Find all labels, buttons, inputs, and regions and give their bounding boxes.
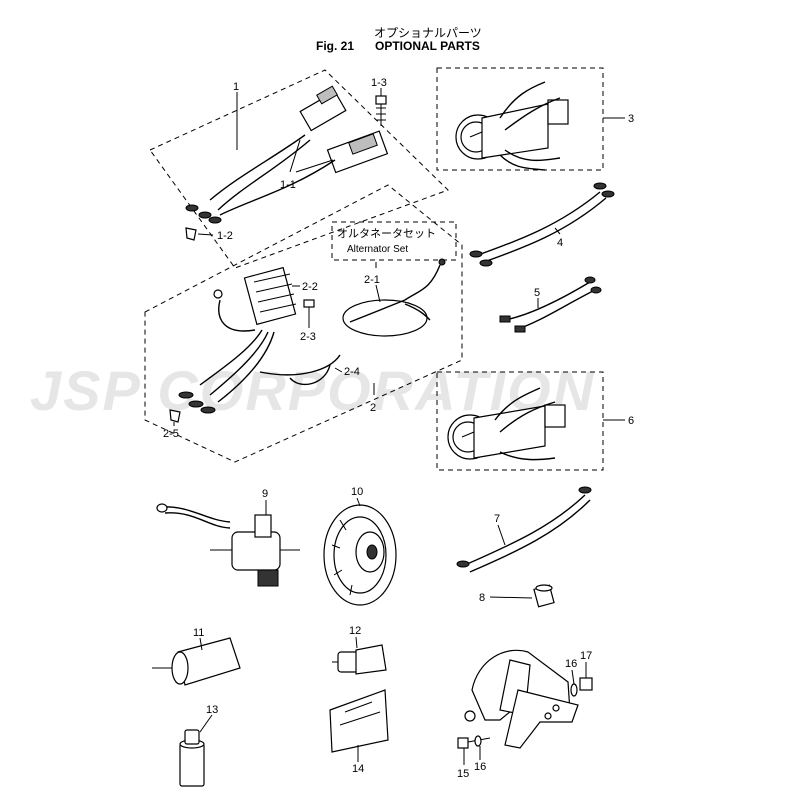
label-15: 15: [457, 768, 469, 780]
gauge-3: [455, 81, 569, 171]
label-11: 11: [193, 627, 204, 639]
bracket-assembly: [464, 649, 579, 749]
leader: [356, 497, 361, 507]
gauge-6: [447, 387, 566, 461]
part-12-tube: [332, 644, 387, 675]
figure-number: Fig. 21: [316, 39, 355, 53]
nut-17: [579, 677, 593, 691]
wire-terminal: [185, 204, 199, 212]
leader: [375, 284, 381, 303]
stator-wire: [404, 264, 441, 301]
leader: [497, 524, 506, 546]
label-6: 6: [628, 415, 634, 427]
alternator-set-jp: オルタネータセット: [337, 227, 436, 240]
terminal: [438, 258, 446, 266]
wire-terminal: [198, 211, 212, 219]
part-11-tube: [152, 637, 241, 686]
japanese-title: オプショナルパーツ: [374, 26, 482, 40]
wire-2-4: [289, 364, 331, 386]
wire-terminal: [208, 216, 222, 224]
leader: [289, 139, 301, 173]
label-12: 12: [349, 625, 361, 637]
wire-terminal: [200, 406, 216, 414]
label-1-2: 1-2: [217, 230, 233, 242]
label-8: 8: [479, 592, 485, 604]
label-1-3: 1-3: [371, 77, 387, 89]
washer-16: [474, 735, 482, 747]
label-9: 9: [262, 488, 268, 500]
harness-5: [499, 276, 602, 333]
regulator-wire: [218, 299, 256, 332]
leader: [295, 159, 334, 173]
label-1-1: 1-1: [280, 179, 296, 191]
leader: [571, 669, 575, 685]
regulator-wire: [199, 329, 263, 386]
label-16-lower: 16: [474, 761, 486, 773]
coil-lower: [326, 130, 389, 174]
label-2-1: 2-1: [364, 274, 380, 286]
group-3-box: [436, 67, 604, 171]
harness-7: [456, 486, 592, 573]
harness-4: [469, 182, 615, 267]
part-10-flywheel: [323, 504, 397, 606]
label-13: 13: [206, 704, 218, 716]
wire-terminal: [178, 391, 194, 399]
leader: [489, 596, 533, 599]
wire-2-4: [259, 354, 341, 376]
part-9-switch: [156, 503, 300, 587]
watermark: JSP CORPORATION: [30, 359, 595, 422]
label-2-2: 2-2: [302, 281, 318, 293]
label-14: 14: [352, 763, 364, 775]
coil-wire-3: [219, 159, 336, 216]
label-16-upper: 16: [565, 658, 577, 670]
part-14-sheet: [329, 689, 389, 753]
label-3: 3: [628, 113, 634, 125]
part-13-can: [179, 729, 205, 787]
leader: [197, 233, 214, 236]
stator-wire: [404, 303, 431, 321]
washer-16: [570, 683, 578, 697]
coil-wire-2: [217, 139, 311, 211]
label-5: 5: [534, 287, 540, 299]
leader: [334, 367, 343, 373]
leader: [199, 714, 213, 733]
alternator-set-en: Alternator Set: [347, 244, 408, 255]
stator-wire: [349, 299, 406, 323]
label-2-3: 2-3: [300, 331, 316, 343]
coil-wire-1: [209, 134, 306, 201]
label-10: 10: [351, 486, 363, 498]
label-2: 2: [370, 402, 376, 414]
part-8: [533, 584, 555, 608]
label-7: 7: [494, 513, 500, 525]
group-2-box: [144, 184, 463, 463]
label-2-5: 2-5: [163, 428, 179, 440]
leader: [199, 637, 203, 651]
label-4: 4: [557, 237, 563, 249]
cap-2-5: [169, 409, 181, 423]
group-1-box: [149, 69, 449, 269]
group-6-box: [436, 371, 604, 471]
terminal: [213, 289, 223, 299]
label-2-4: 2-4: [344, 366, 360, 378]
regulator-2-2: [243, 266, 297, 326]
bolt-15: [457, 737, 491, 749]
regulator-wire: [217, 331, 275, 403]
leader: [554, 227, 561, 235]
leader: [355, 636, 358, 649]
bolt-2-3: [303, 299, 315, 322]
figure-title: OPTIONAL PARTS: [375, 39, 480, 53]
regulator-wire: [209, 331, 269, 396]
label-1: 1: [233, 81, 239, 93]
stator-2-1: [342, 299, 428, 337]
wire-terminal: [188, 400, 204, 408]
coil-upper: [299, 85, 347, 132]
label-17: 17: [580, 650, 592, 662]
cap-1-2: [185, 227, 197, 241]
